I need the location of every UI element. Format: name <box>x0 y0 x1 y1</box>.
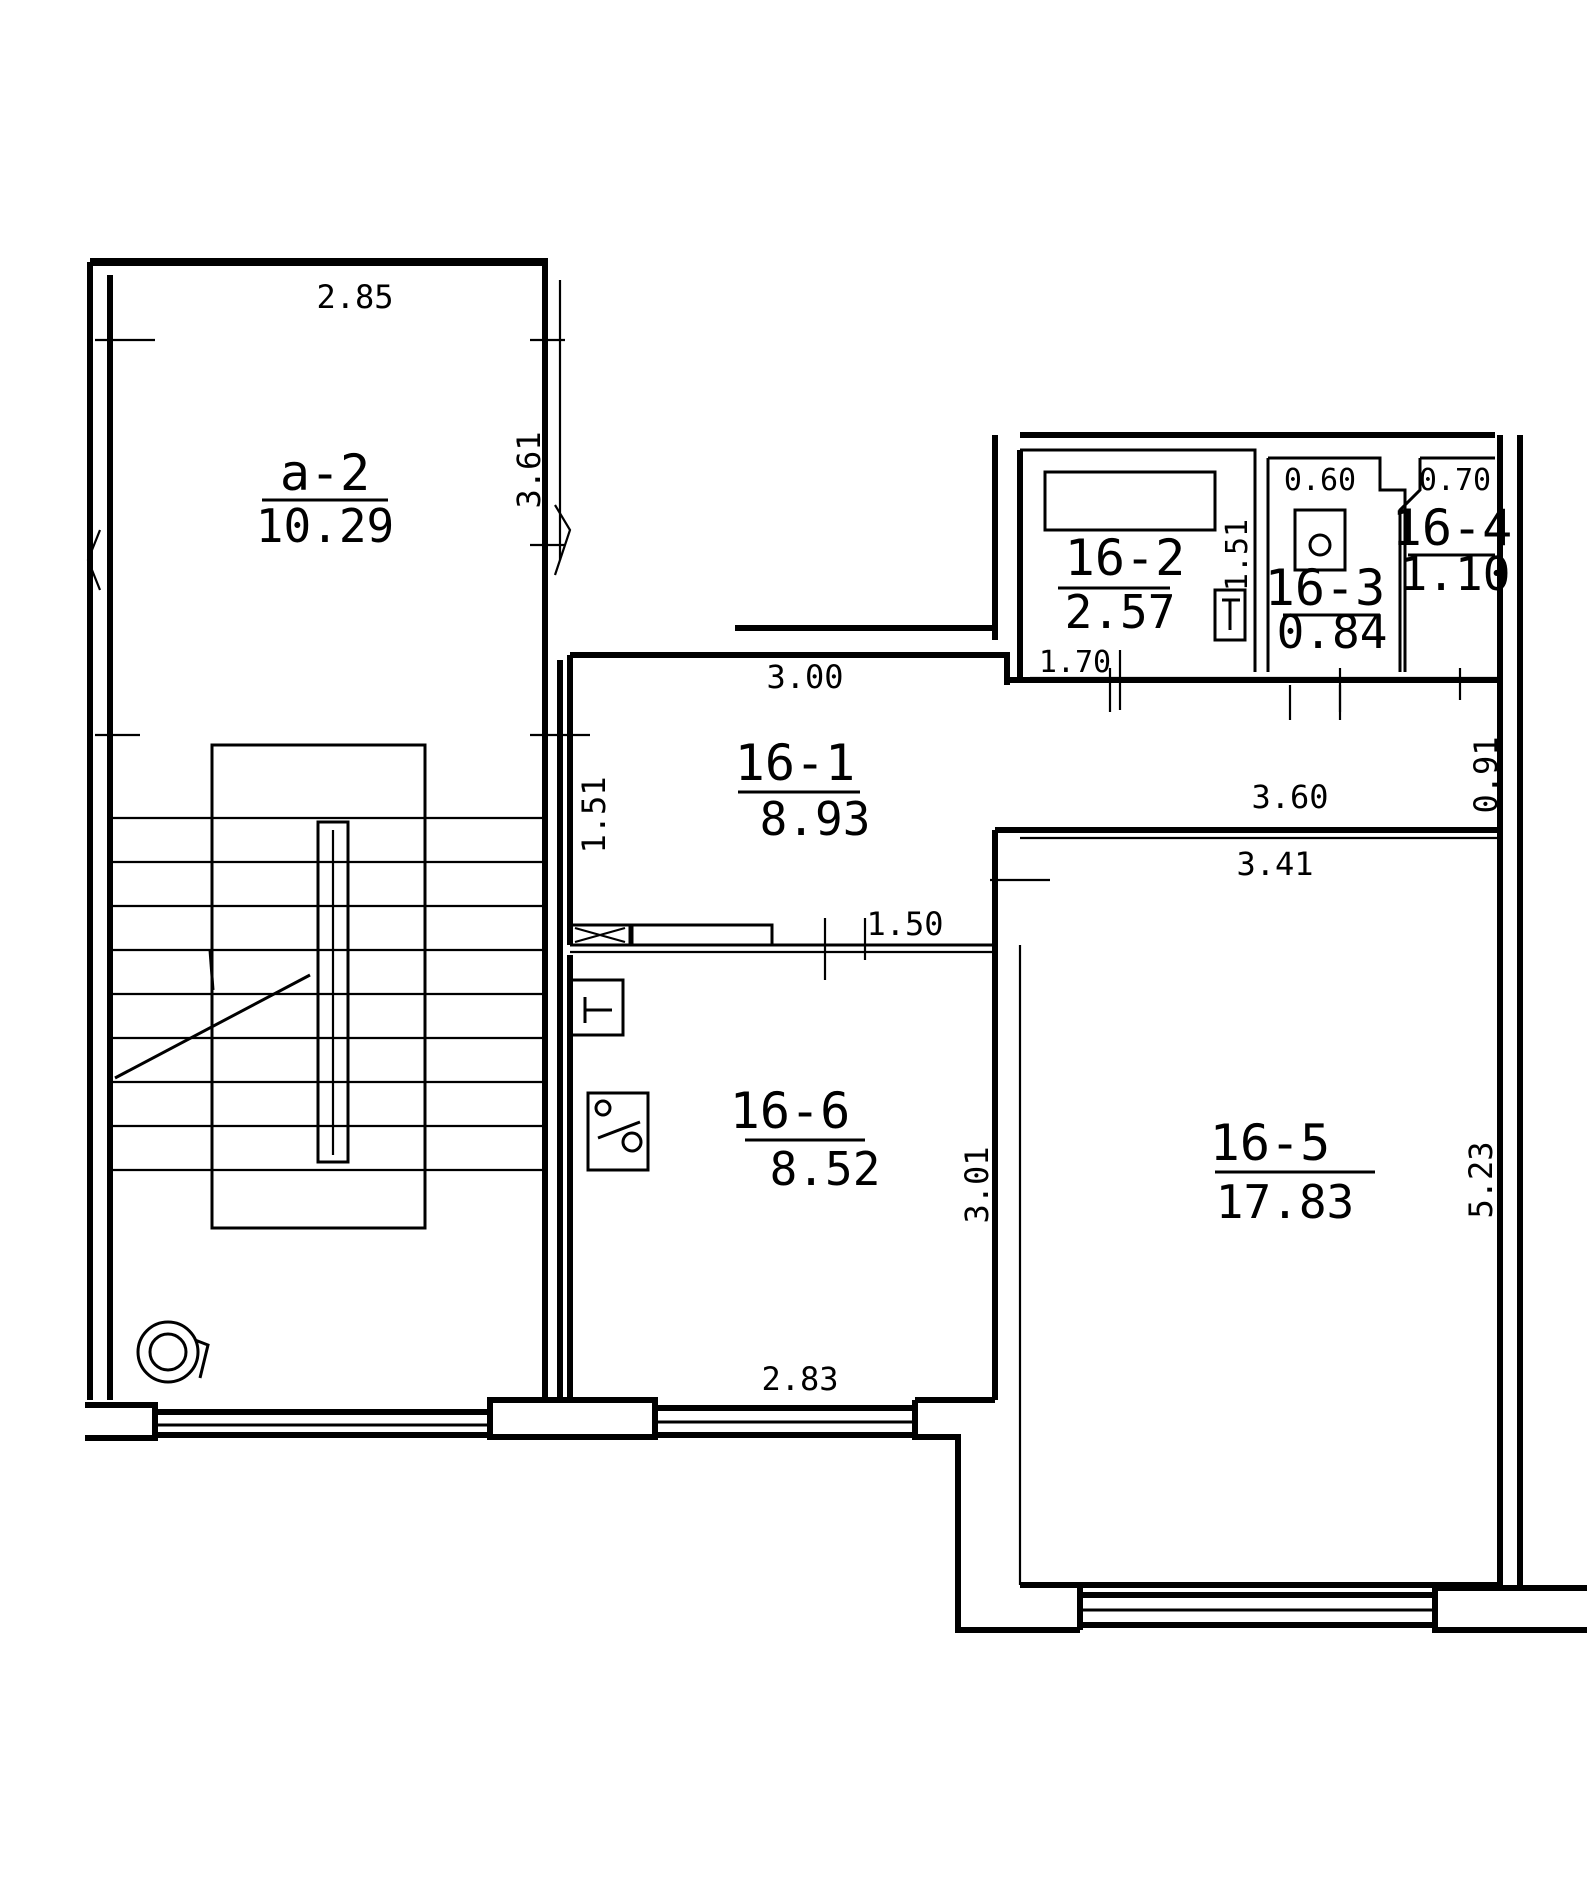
dim-r2-right: 1.51 <box>1220 519 1255 591</box>
dim-r5-right: 5.23 <box>1462 1141 1500 1218</box>
dim-a2-width: 2.85 <box>316 278 393 316</box>
toilet-icon <box>1213 588 1247 642</box>
stairwell-a2: 2.85 3.61 a-2 10.29 <box>86 258 590 1400</box>
dim-r6-bottom: 2.83 <box>761 1360 838 1398</box>
stair-treads <box>112 816 545 1172</box>
dim-r1-top: 3.00 <box>766 658 843 696</box>
door-cross <box>574 926 626 944</box>
stair-arrow-mark <box>208 949 215 991</box>
room-id-r1: 16-1 <box>735 734 855 792</box>
room-16-6: 16-6 8.52 3.01 2.83 <box>567 945 1022 1585</box>
sink-drain <box>1308 533 1332 557</box>
door-frame <box>570 923 632 947</box>
sink-icon <box>1293 508 1347 572</box>
window-a2-left <box>86 529 102 591</box>
room-id-a2: a-2 <box>280 444 370 502</box>
room-16-5: 3.41 16-5 17.83 5.23 <box>1020 836 1500 1588</box>
cabinet-mark <box>583 997 612 1023</box>
room-id-r4: 16-4 <box>1392 499 1512 557</box>
stair-direction-line <box>114 973 311 1080</box>
facade-step <box>912 1397 1080 1633</box>
room-id-r2: 16-2 <box>1065 529 1185 587</box>
room-area-r3: 0.84 <box>1277 605 1388 659</box>
dim-r1-left: 1.51 <box>575 776 613 853</box>
room-area-r1: 8.93 <box>760 792 871 846</box>
dim-r1-bottom: 1.50 <box>866 905 943 943</box>
dim-a2-height: 3.61 <box>510 431 548 508</box>
dim-r1-right: 3.60 <box>1251 778 1328 816</box>
room-16-1: 3.00 16-1 8.93 3.60 1.51 0.91 1.50 <box>567 625 1505 1400</box>
door-leaf-r6 <box>630 923 774 947</box>
window-a2-right <box>553 504 572 576</box>
room-area-a2: 10.29 <box>256 499 394 553</box>
facade-pier-2 <box>487 1397 658 1440</box>
room-area-r4: 1.10 <box>1400 547 1511 601</box>
south-facade <box>85 1397 1587 1633</box>
round-fixture-icon <box>136 1320 210 1384</box>
wall-r2-right <box>1020 448 1257 672</box>
stair-flight-outline <box>210 743 427 1230</box>
room-id-r5: 16-5 <box>1210 1114 1330 1172</box>
room-area-r5: 17.83 <box>1216 1175 1354 1229</box>
room-area-r6: 8.52 <box>770 1142 881 1196</box>
room-id-r3: 16-3 <box>1265 559 1385 617</box>
bathtub-icon <box>1043 470 1217 532</box>
stair-rail <box>316 820 350 1164</box>
wet-rooms: 16-2 2.57 1.70 1.51 0.60 16-3 0.84 0.70 … <box>992 432 1523 1585</box>
facade-pier-1 <box>85 1402 158 1441</box>
dim-r6-right: 3.01 <box>958 1146 996 1223</box>
dim-r3-top: 0.60 <box>1284 463 1356 498</box>
stove-icon <box>586 1091 650 1172</box>
dim-r5-top: 3.41 <box>1236 845 1313 883</box>
wall-r1-top <box>570 652 1010 685</box>
cabinet-icon <box>572 978 625 1037</box>
toilet-mark <box>1222 598 1240 630</box>
facade-pier-4 <box>1432 1585 1587 1633</box>
room-id-r6: 16-6 <box>730 1082 850 1140</box>
room-area-r2: 2.57 <box>1065 585 1176 639</box>
wall-r3-outline <box>1268 456 1407 672</box>
wall-r3-r4-divider <box>1398 458 1422 672</box>
dim-r2-bottom: 1.70 <box>1039 645 1111 680</box>
dim-r4-top: 0.70 <box>1419 463 1491 498</box>
